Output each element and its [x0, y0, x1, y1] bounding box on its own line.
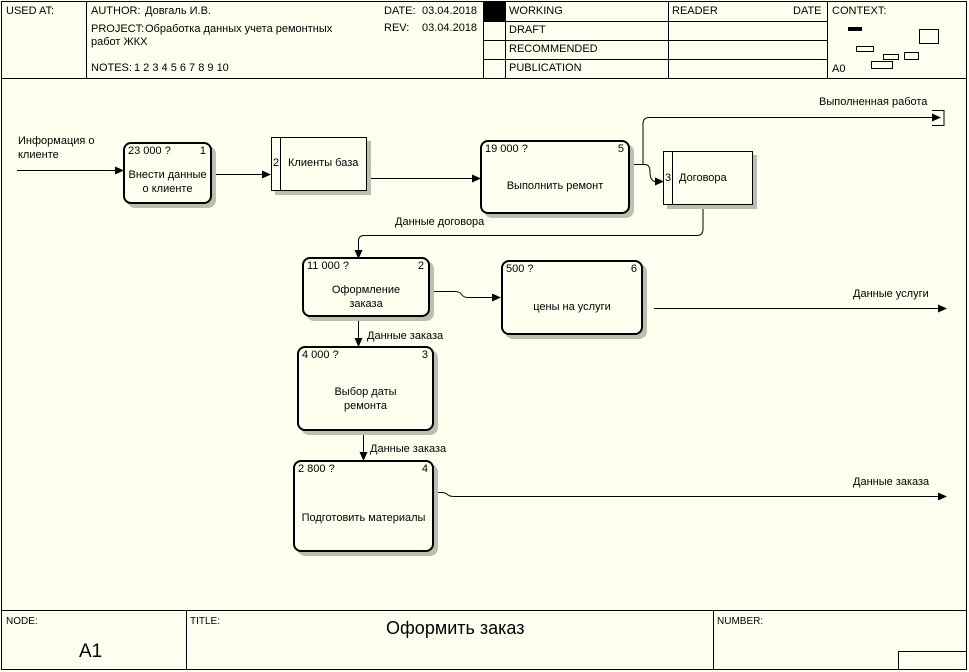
- arrow-label-completed-work: Выполненная работа: [819, 96, 928, 108]
- activity-label-line1: Выбор даты: [334, 386, 397, 398]
- activity-label-line2: ремонта: [343, 400, 388, 412]
- notes-value: 1 2 3 4 5 6 7 8 9 10: [134, 62, 229, 74]
- activity-box-1[interactable]: 23 000 ? 1 Внести данные о клиенте: [123, 142, 212, 204]
- activity-box-3[interactable]: 4 000 ? 3 Выбор даты ремонта: [297, 346, 434, 431]
- status-publication: PUBLICATION: [509, 62, 582, 74]
- activity-label-line1: Оформление: [331, 284, 401, 296]
- activity-cost: 23 000 ?: [128, 145, 171, 157]
- project-value-line1: Обработка данных учета ремонтных: [145, 23, 333, 35]
- activity-label-line1: Подготовить материалы: [301, 512, 426, 524]
- store-label: Договора: [679, 172, 727, 184]
- author-value: Довгаль И.В.: [145, 5, 211, 17]
- activity-cost: 500 ?: [506, 263, 534, 275]
- arrow-label-order-data-1: Данные заказа: [367, 330, 444, 342]
- activity-number: 1: [199, 145, 206, 157]
- activity-cost: 2 800 ?: [298, 463, 335, 475]
- arrow-label-order-data-out: Данные заказа: [853, 476, 930, 488]
- date-label: DATE:: [384, 5, 416, 17]
- date-value: 03.04.2018: [422, 5, 478, 17]
- diagram-title: Оформить заказ: [386, 618, 525, 638]
- reader-date-label: DATE: [793, 5, 822, 17]
- store-number: 3: [665, 172, 672, 184]
- number-label: NUMBER:: [717, 616, 764, 627]
- activity-number: 4: [421, 463, 428, 475]
- activity-label-line1: цены на услуги: [533, 301, 611, 313]
- data-store-clients[interactable]: 2 Клиенты база: [271, 137, 367, 191]
- used-at-label: USED AT:: [6, 5, 55, 17]
- activity-cost: 11 000 ?: [307, 260, 350, 272]
- arrow-label-input-line1: Информация о: [18, 135, 95, 147]
- author-label: AUTHOR:: [91, 5, 141, 17]
- activity-label-line2: о клиенте: [142, 183, 193, 195]
- status-draft: DRAFT: [509, 24, 546, 36]
- activity-box-5[interactable]: 19 000 ? 5 Выполнить ремонт: [480, 140, 630, 214]
- activity-label-line1: Внести данные: [128, 169, 207, 181]
- activity-label-line1: Выполнить ремонт: [506, 180, 604, 192]
- rev-value: 03.04.2018: [422, 22, 478, 34]
- arrow-label-services-data: Данные услуги: [853, 288, 929, 300]
- activity-number: 2: [417, 260, 424, 272]
- node-value: A1: [79, 641, 103, 662]
- data-store-contracts[interactable]: 3 Договора: [663, 151, 753, 205]
- project-value-line2: работ ЖКХ: [91, 36, 148, 48]
- context-label: CONTEXT:: [832, 5, 887, 17]
- activity-label-line2: заказа: [349, 298, 383, 310]
- activity-number: 3: [421, 349, 428, 361]
- status-recommended: RECOMMENDED: [509, 43, 598, 55]
- store-label: Клиенты база: [288, 157, 359, 169]
- title-label: TITLE:: [190, 616, 221, 627]
- project-label: PROJECT:: [91, 23, 145, 35]
- arrow-label-contract-data: Данные договора: [395, 216, 485, 228]
- store-number: 2: [273, 157, 280, 169]
- notes-label: NOTES:: [91, 62, 132, 74]
- arrow-label-input-line2: клиенте: [18, 149, 59, 161]
- arrow-label-order-data-2: Данные заказа: [370, 443, 447, 455]
- store-divider: [280, 138, 281, 190]
- context-node: A0: [832, 63, 846, 75]
- activity-box-2[interactable]: 11 000 ? 2 Оформление заказа: [302, 257, 430, 317]
- activity-box-4[interactable]: 2 800 ? 4 Подготовить материалы: [293, 460, 434, 552]
- status-working: WORKING: [509, 5, 563, 17]
- store-divider: [672, 152, 673, 204]
- activity-cost: 19 000 ?: [485, 143, 528, 155]
- rev-label: REV:: [384, 22, 410, 34]
- reader-label: READER: [672, 5, 718, 17]
- node-label: NODE:: [6, 616, 38, 627]
- activity-cost: 4 000 ?: [302, 349, 339, 361]
- activity-number: 6: [630, 263, 637, 275]
- activity-box-6[interactable]: 500 ? 6 цены на услуги: [501, 260, 643, 335]
- activity-number: 5: [617, 143, 624, 155]
